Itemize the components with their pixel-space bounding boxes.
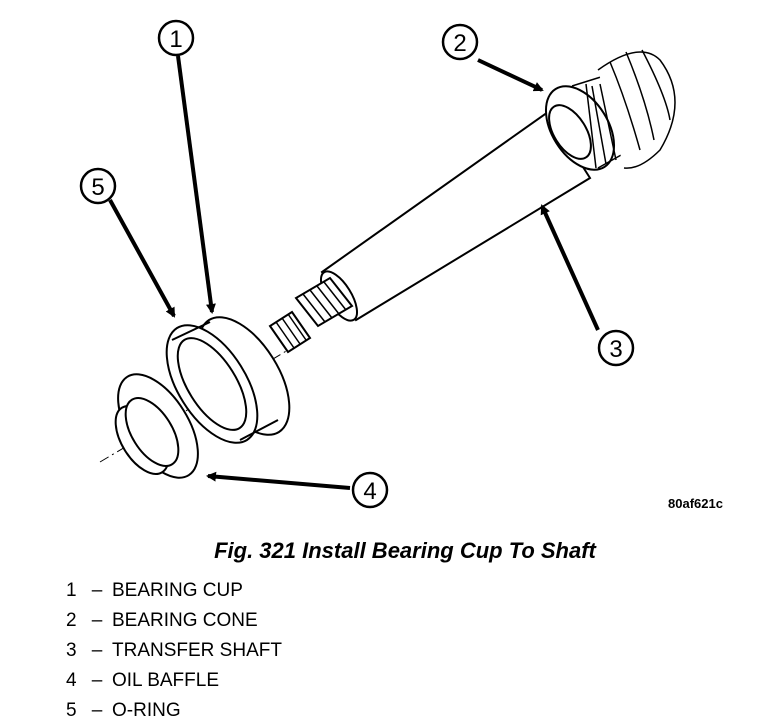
callout-4: 4 xyxy=(351,471,389,509)
oil-baffle xyxy=(114,373,199,479)
legend-separator: – xyxy=(91,580,103,601)
leader-arrow-5 xyxy=(108,199,176,318)
leader-arrow-1 xyxy=(176,55,216,314)
legend-label: OIL BAFFLE xyxy=(112,670,219,691)
exploded-parts-diagram: 1 2 3 4 5 xyxy=(79,19,676,509)
callout-number-5: 5 xyxy=(91,174,104,201)
legend-item: 1–BEARING CUP xyxy=(66,576,282,606)
legend-separator: – xyxy=(91,670,103,691)
figure-caption: Fig. 321 Install Bearing Cup To Shaft xyxy=(214,538,596,563)
callout-number-1: 1 xyxy=(169,26,182,53)
legend-number: 2 xyxy=(66,610,77,631)
figure-reference-code: 80af621c xyxy=(668,496,723,511)
legend-separator: – xyxy=(91,700,103,721)
callout-number-2: 2 xyxy=(453,30,466,57)
legend-item: 2–BEARING CONE xyxy=(66,606,282,636)
leader-arrow-2 xyxy=(477,58,544,92)
callout-number-4: 4 xyxy=(363,478,376,505)
legend-number: 4 xyxy=(66,670,77,691)
legend-number: 1 xyxy=(66,580,77,601)
callout-3: 3 xyxy=(597,329,635,367)
callout-1: 1 xyxy=(157,19,195,57)
legend-label: TRANSFER SHAFT xyxy=(112,640,282,661)
legend-separator: – xyxy=(91,610,103,631)
callout-5: 5 xyxy=(79,167,117,205)
legend-label: O-RING xyxy=(112,700,181,721)
legend-number: 3 xyxy=(66,640,77,661)
leader-arrow-4 xyxy=(206,471,351,490)
legend-label: BEARING CONE xyxy=(112,610,258,631)
callout-number-3: 3 xyxy=(609,336,622,363)
bearing-cup xyxy=(165,316,291,444)
legend-item: 5–O-RING xyxy=(66,696,282,726)
legend-item: 4–OIL BAFFLE xyxy=(66,666,282,696)
transfer-shaft xyxy=(268,49,676,354)
legend-number: 5 xyxy=(66,700,77,721)
leader-arrow-3 xyxy=(540,204,600,331)
legend-item: 3–TRANSFER SHAFT xyxy=(66,636,282,666)
callout-2: 2 xyxy=(441,23,479,61)
legend-separator: – xyxy=(91,640,103,661)
leader-arrows xyxy=(108,55,600,490)
parts-legend: 1–BEARING CUP 2–BEARING CONE 3–TRANSFER … xyxy=(66,576,282,726)
legend-label: BEARING CUP xyxy=(112,580,243,601)
